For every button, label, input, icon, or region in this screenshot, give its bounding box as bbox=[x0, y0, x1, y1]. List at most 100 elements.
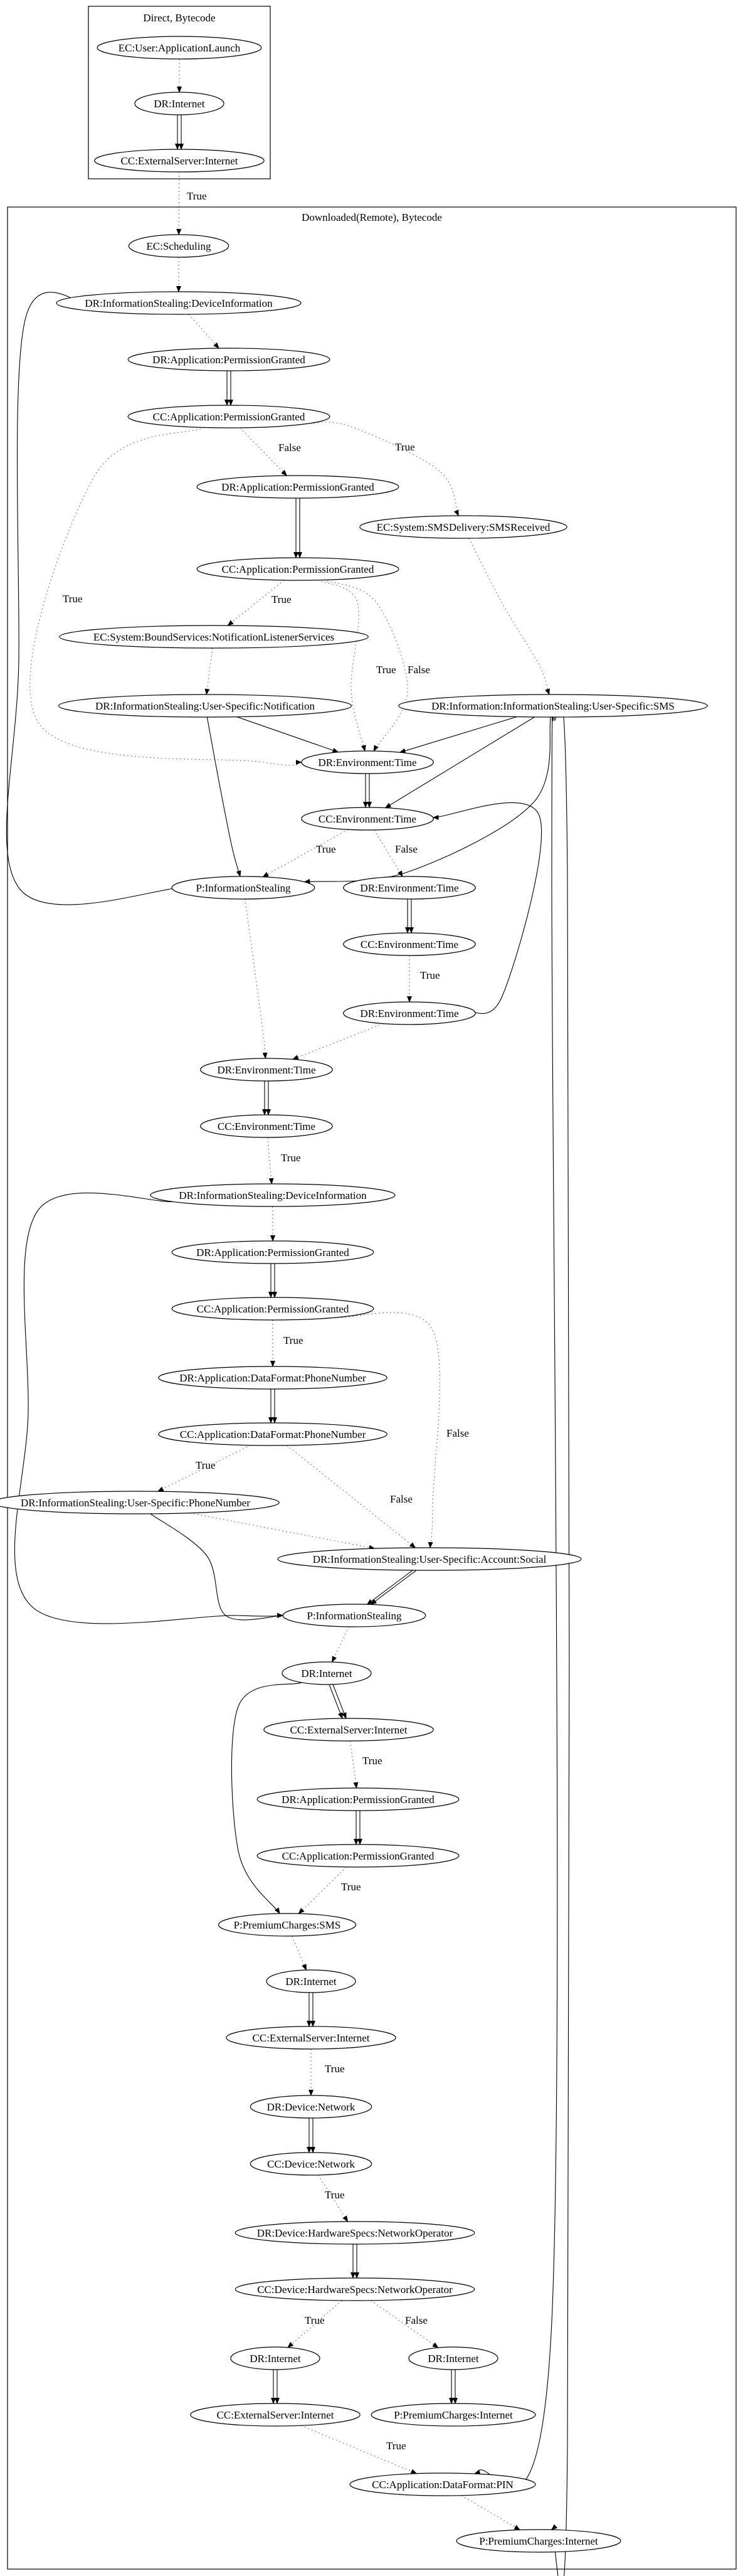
nodes: EC:User:ApplicationLaunchDR:InternetCC:E… bbox=[0, 36, 708, 2553]
edge-label: True bbox=[316, 843, 336, 855]
graph-edge bbox=[366, 1570, 413, 1605]
node-ellipse bbox=[408, 2346, 498, 2370]
graph-node: CC:ExternalServer:Internet bbox=[190, 2403, 361, 2427]
edge-line bbox=[287, 2300, 342, 2348]
graph-edge bbox=[323, 579, 408, 752]
graph-node: DR:InformationStealing:User-Specific:Not… bbox=[58, 694, 352, 718]
graph-node: DR:InformationStealing:DeviceInformation bbox=[56, 291, 302, 315]
edge-line bbox=[298, 1866, 347, 1914]
cluster-direct-bytecode: Direct, Bytecode bbox=[88, 6, 271, 179]
node-ellipse bbox=[97, 36, 262, 60]
edge-line bbox=[227, 580, 285, 626]
node-label: CC:Environment:Time bbox=[319, 813, 416, 825]
graph-node: P:PremiumCharges:SMS bbox=[218, 1913, 357, 1937]
node-label: DR:Internet bbox=[428, 2353, 478, 2365]
node-label: DR:Application:PermissionGranted bbox=[152, 354, 305, 366]
edge-label: True bbox=[325, 2063, 345, 2075]
graph-edge bbox=[204, 647, 213, 695]
edge-line bbox=[550, 699, 570, 2576]
node-label: CC:Device:Network bbox=[267, 2158, 355, 2170]
edge-line bbox=[287, 1445, 416, 1548]
edge-line bbox=[292, 1935, 307, 1971]
graph-node: DR:Internet bbox=[230, 2346, 320, 2370]
node-label: DR:Internet bbox=[301, 1668, 352, 1679]
edge-line bbox=[262, 829, 349, 878]
node-ellipse bbox=[266, 1969, 356, 1993]
graph-edge bbox=[189, 1513, 376, 1550]
graph-node: DR:InformationStealing:User-Specific:Pho… bbox=[0, 1491, 280, 1514]
graph-edge bbox=[317, 580, 366, 752]
graph-node: EC:System:BoundServices:NotificationList… bbox=[59, 625, 369, 649]
node-ellipse bbox=[171, 1240, 374, 1264]
node-ellipse bbox=[200, 1114, 333, 1138]
graph-node: DR:Application:PermissionGranted bbox=[127, 348, 330, 371]
edge-line bbox=[323, 579, 408, 752]
edge-label: True bbox=[341, 1881, 361, 1893]
edge-line bbox=[236, 716, 339, 753]
graph-node: CC:Environment:Time bbox=[301, 807, 434, 831]
edge-label: True bbox=[63, 593, 83, 605]
edge-label: True bbox=[271, 593, 292, 605]
node-ellipse bbox=[127, 405, 330, 428]
graph-edge bbox=[374, 829, 403, 877]
graph-edge bbox=[236, 716, 339, 753]
node-label: DR:InformationStealing:User-Specific:Pho… bbox=[21, 1497, 250, 1509]
graph-edge bbox=[244, 898, 268, 1059]
graph-edge bbox=[432, 802, 542, 1014]
graph-node: DR:Application:DataFormat:PhoneNumber bbox=[158, 1366, 387, 1390]
graph-node: P:PremiumCharges:Internet bbox=[371, 2403, 536, 2427]
node-label: DR:Environment:Time bbox=[360, 1008, 458, 1019]
graph-edge bbox=[298, 1866, 347, 1914]
edge-line bbox=[370, 1570, 417, 1605]
edge-line bbox=[317, 580, 366, 752]
node-label: DR:InformationStealing:DeviceInformation bbox=[85, 297, 273, 309]
edge-line bbox=[329, 1684, 343, 1719]
node-ellipse bbox=[371, 2403, 536, 2427]
node-ellipse bbox=[196, 475, 399, 499]
node-ellipse bbox=[200, 1058, 333, 1082]
node-label: DR:Application:PermissionGranted bbox=[282, 1794, 435, 1806]
edge-line bbox=[303, 716, 551, 884]
node-label: DR:InformationStealing:User-Specific:Acc… bbox=[313, 1553, 547, 1565]
graph-node: DR:InformationStealing:DeviceInformation bbox=[150, 1183, 396, 1207]
graph-node: CC:Application:PermissionGranted bbox=[256, 1844, 460, 1868]
graph-node: DR:Internet bbox=[408, 2346, 498, 2370]
graph-edge bbox=[332, 1684, 347, 1719]
graph-node: CC:Application:PermissionGranted bbox=[171, 1297, 374, 1321]
edge-label: True bbox=[325, 2189, 345, 2201]
node-ellipse bbox=[127, 348, 330, 371]
node-label: CC:ExternalServer:Internet bbox=[290, 1724, 408, 1736]
edge-line bbox=[231, 1682, 302, 1914]
graph-edge bbox=[470, 706, 558, 2488]
graph-edge bbox=[206, 716, 241, 877]
edge-label: True bbox=[376, 664, 396, 676]
graph-edge bbox=[317, 2174, 349, 2222]
graph-edge bbox=[332, 1626, 349, 1663]
graph-node: EC:System:SMSDelivery:SMSReceived bbox=[359, 515, 567, 539]
edge-label: True bbox=[281, 1152, 301, 1164]
graph-node: DR:Environment:Time bbox=[301, 750, 434, 774]
graph-edge bbox=[310, 422, 459, 516]
edge-line bbox=[470, 706, 558, 2488]
edge-line bbox=[267, 1137, 274, 1184]
node-ellipse bbox=[196, 557, 399, 581]
graph-edge bbox=[384, 716, 535, 809]
edge-line bbox=[6, 292, 192, 905]
node-label: P:InformationStealing bbox=[307, 1610, 402, 1622]
node-ellipse bbox=[128, 234, 229, 258]
graph-edge bbox=[461, 2495, 521, 2530]
graph-node: DR:Application:PermissionGranted bbox=[171, 1240, 374, 1264]
graph-edge bbox=[29, 427, 302, 766]
graph-node: DR:Device:Network bbox=[250, 2095, 372, 2119]
node-label: DR:Device:Network bbox=[267, 2101, 356, 2113]
graph-edge bbox=[6, 292, 192, 905]
edge-line bbox=[244, 898, 268, 1059]
edge-label: False bbox=[278, 442, 301, 454]
node-label: DR:Device:HardwareSpecs:NetworkOperator bbox=[257, 2227, 453, 2239]
graph-node: CC:Device:HardwareSpecs:NetworkOperator bbox=[234, 2277, 475, 2301]
node-ellipse bbox=[343, 876, 476, 900]
node-label: DR:Environment:Time bbox=[217, 1064, 315, 1076]
edge-label: True bbox=[395, 441, 415, 453]
edge-line bbox=[150, 1513, 284, 1621]
